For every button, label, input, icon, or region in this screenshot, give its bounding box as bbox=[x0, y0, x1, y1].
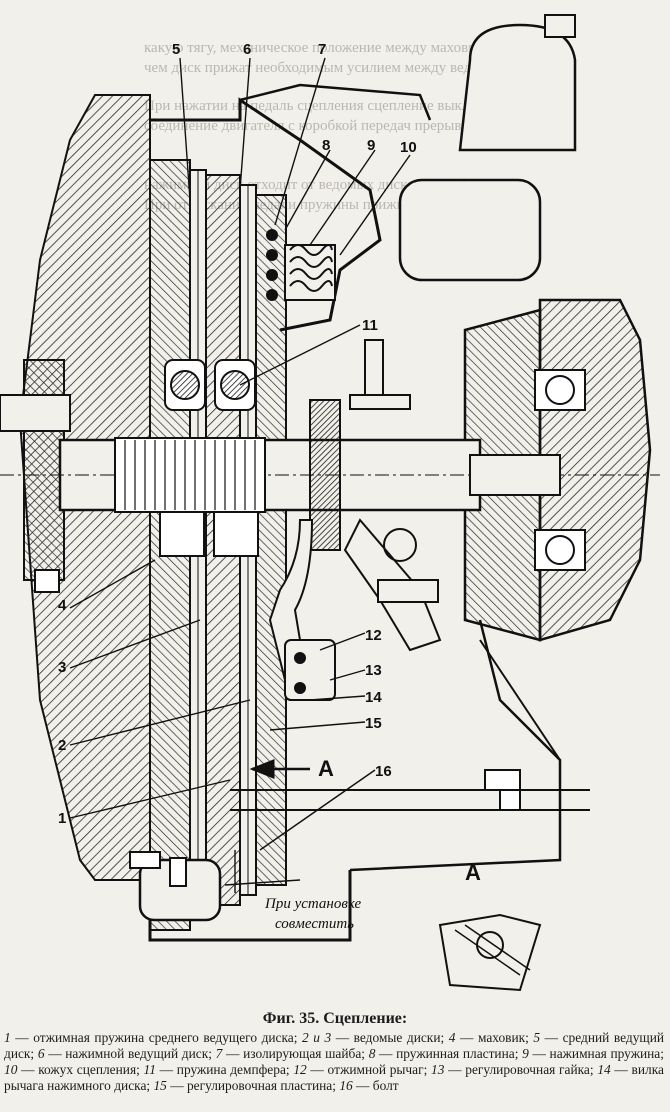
legend-item: 2 и 3 — ведомые диски; bbox=[302, 1030, 445, 1045]
callout-10: 10 bbox=[400, 139, 417, 156]
legend-item-text: кожух сцепления; bbox=[38, 1062, 140, 1077]
legend-item: 12 — отжимной рычаг; bbox=[293, 1062, 428, 1077]
leader-lines bbox=[69, 57, 411, 893]
legend-item-text: отжимной рычаг; bbox=[327, 1062, 428, 1077]
bottom-assembly bbox=[129, 769, 590, 922]
legend-item-text: отжимная пружина среднего ведущего диска… bbox=[33, 1030, 298, 1045]
background-line: какую тягу, механическое положение между… bbox=[144, 40, 565, 56]
install-note-line1: При установке bbox=[264, 896, 362, 912]
callout-8: 8 bbox=[322, 137, 330, 154]
release-fork bbox=[343, 339, 442, 652]
legend-item-text: ведомые диски; bbox=[353, 1030, 445, 1045]
legend-item-text: изолирующая шайба; bbox=[243, 1046, 366, 1061]
legend-item-text: маховик; bbox=[477, 1030, 529, 1045]
legend-item-number: 6 bbox=[37, 1046, 45, 1061]
install-note-line2: совместить bbox=[275, 916, 354, 932]
legend-item-number: 5 bbox=[533, 1030, 541, 1045]
figure-title: Фиг. 35. Сцепление: bbox=[262, 1010, 408, 1027]
legend-item-text: болт bbox=[372, 1078, 399, 1093]
section-label-a: A bbox=[318, 756, 334, 781]
legend-item-number: 9 bbox=[522, 1046, 529, 1061]
callout-5: 5 bbox=[172, 41, 180, 58]
legend-item: 1 — отжимная пружина среднего ведущего д… bbox=[4, 1030, 298, 1045]
legend-item-text: пружина демпфера; bbox=[176, 1062, 290, 1077]
legend-item: 13 — регулировочная гайка; bbox=[431, 1062, 594, 1077]
callout-1: 1 bbox=[58, 810, 66, 827]
legend-item: 16 — болт bbox=[339, 1078, 399, 1093]
legend-item-number: 10 bbox=[4, 1062, 18, 1077]
legend-item-text: нажимная пружина; bbox=[549, 1046, 664, 1061]
callout-12: 12 bbox=[365, 627, 382, 644]
legend-item-text: регулировочная пластина; bbox=[186, 1078, 336, 1093]
legend-item-number: 12 bbox=[293, 1062, 307, 1077]
legend-item: 8 — пружинная пластина; bbox=[368, 1046, 519, 1061]
legend-item: 14 — вилка рычага нажимного диска; bbox=[4, 1062, 664, 1093]
callout-11: 11 bbox=[362, 317, 378, 334]
legend-item-number: 8 bbox=[368, 1046, 376, 1061]
legend-item: 6 — нажимной ведущий диск; bbox=[37, 1046, 212, 1061]
legend-item-text: вилка рычага нажимного диска; bbox=[4, 1062, 664, 1093]
pressure-spring bbox=[266, 229, 336, 301]
figure-legend: 1 — отжимная пружина среднего ведущего д… bbox=[4, 1030, 664, 1094]
legend-item-number: 1 bbox=[4, 1030, 11, 1045]
legend-item-number: 14 bbox=[597, 1062, 611, 1077]
legend-item: 10 — кожух сцепления; bbox=[4, 1062, 140, 1077]
legend-item: 7 — изолирующая шайба; bbox=[215, 1046, 366, 1061]
callout-6: 6 bbox=[243, 41, 251, 58]
legend-item-text: нажимной ведущий диск; bbox=[65, 1046, 212, 1061]
detail-label-a: A bbox=[465, 860, 481, 885]
legend-item: 5 — средний ведущий диск; bbox=[4, 1030, 665, 1061]
legend-item-text: регулировочная гайка; bbox=[465, 1062, 594, 1077]
input-shaft bbox=[0, 399, 660, 551]
clutch-cross-section-drawing: 5 6 7 8 9 10 11 4 3 2 1 12 13 14 15 16 A… bbox=[0, 14, 660, 992]
callout-9: 9 bbox=[367, 137, 375, 154]
callout-7: 7 bbox=[318, 41, 326, 58]
legend-item-number: 11 bbox=[143, 1062, 156, 1077]
callout-2: 2 bbox=[58, 737, 66, 754]
driven-disc-hub bbox=[159, 359, 259, 557]
callout-4: 4 bbox=[58, 597, 67, 614]
legend-item-number: 7 bbox=[215, 1046, 223, 1061]
background-line: соединение двигателя с коробкой передач … bbox=[144, 118, 500, 135]
legend-item-text: пружинная пластина; bbox=[396, 1046, 519, 1061]
callout-3: 3 bbox=[58, 659, 66, 676]
legend-item-number: 16 bbox=[339, 1078, 353, 1093]
gearbox-housing bbox=[398, 14, 652, 761]
legend-item: 11 — пружина демпфера; bbox=[143, 1062, 290, 1077]
legend-item: 4 — маховик; bbox=[448, 1030, 529, 1045]
legend-item-text: средний ведущий диск; bbox=[4, 1030, 665, 1061]
callout-14: 14 bbox=[365, 689, 382, 706]
legend-item-number: 4 bbox=[448, 1030, 456, 1045]
legend-item-number: 2 и 3 bbox=[302, 1030, 332, 1045]
callout-13: 13 bbox=[365, 662, 382, 679]
legend-item: 15 — регулировочная пластина; bbox=[153, 1078, 336, 1093]
callout-16: 16 bbox=[375, 763, 392, 780]
release-lever bbox=[268, 519, 336, 701]
legend-item: 9 — нажимная пружина; bbox=[522, 1046, 664, 1061]
legend-item-number: 15 bbox=[153, 1078, 167, 1093]
callout-15: 15 bbox=[365, 715, 382, 732]
legend-item-number: 13 bbox=[431, 1062, 445, 1077]
detail-a-inset bbox=[438, 913, 542, 992]
